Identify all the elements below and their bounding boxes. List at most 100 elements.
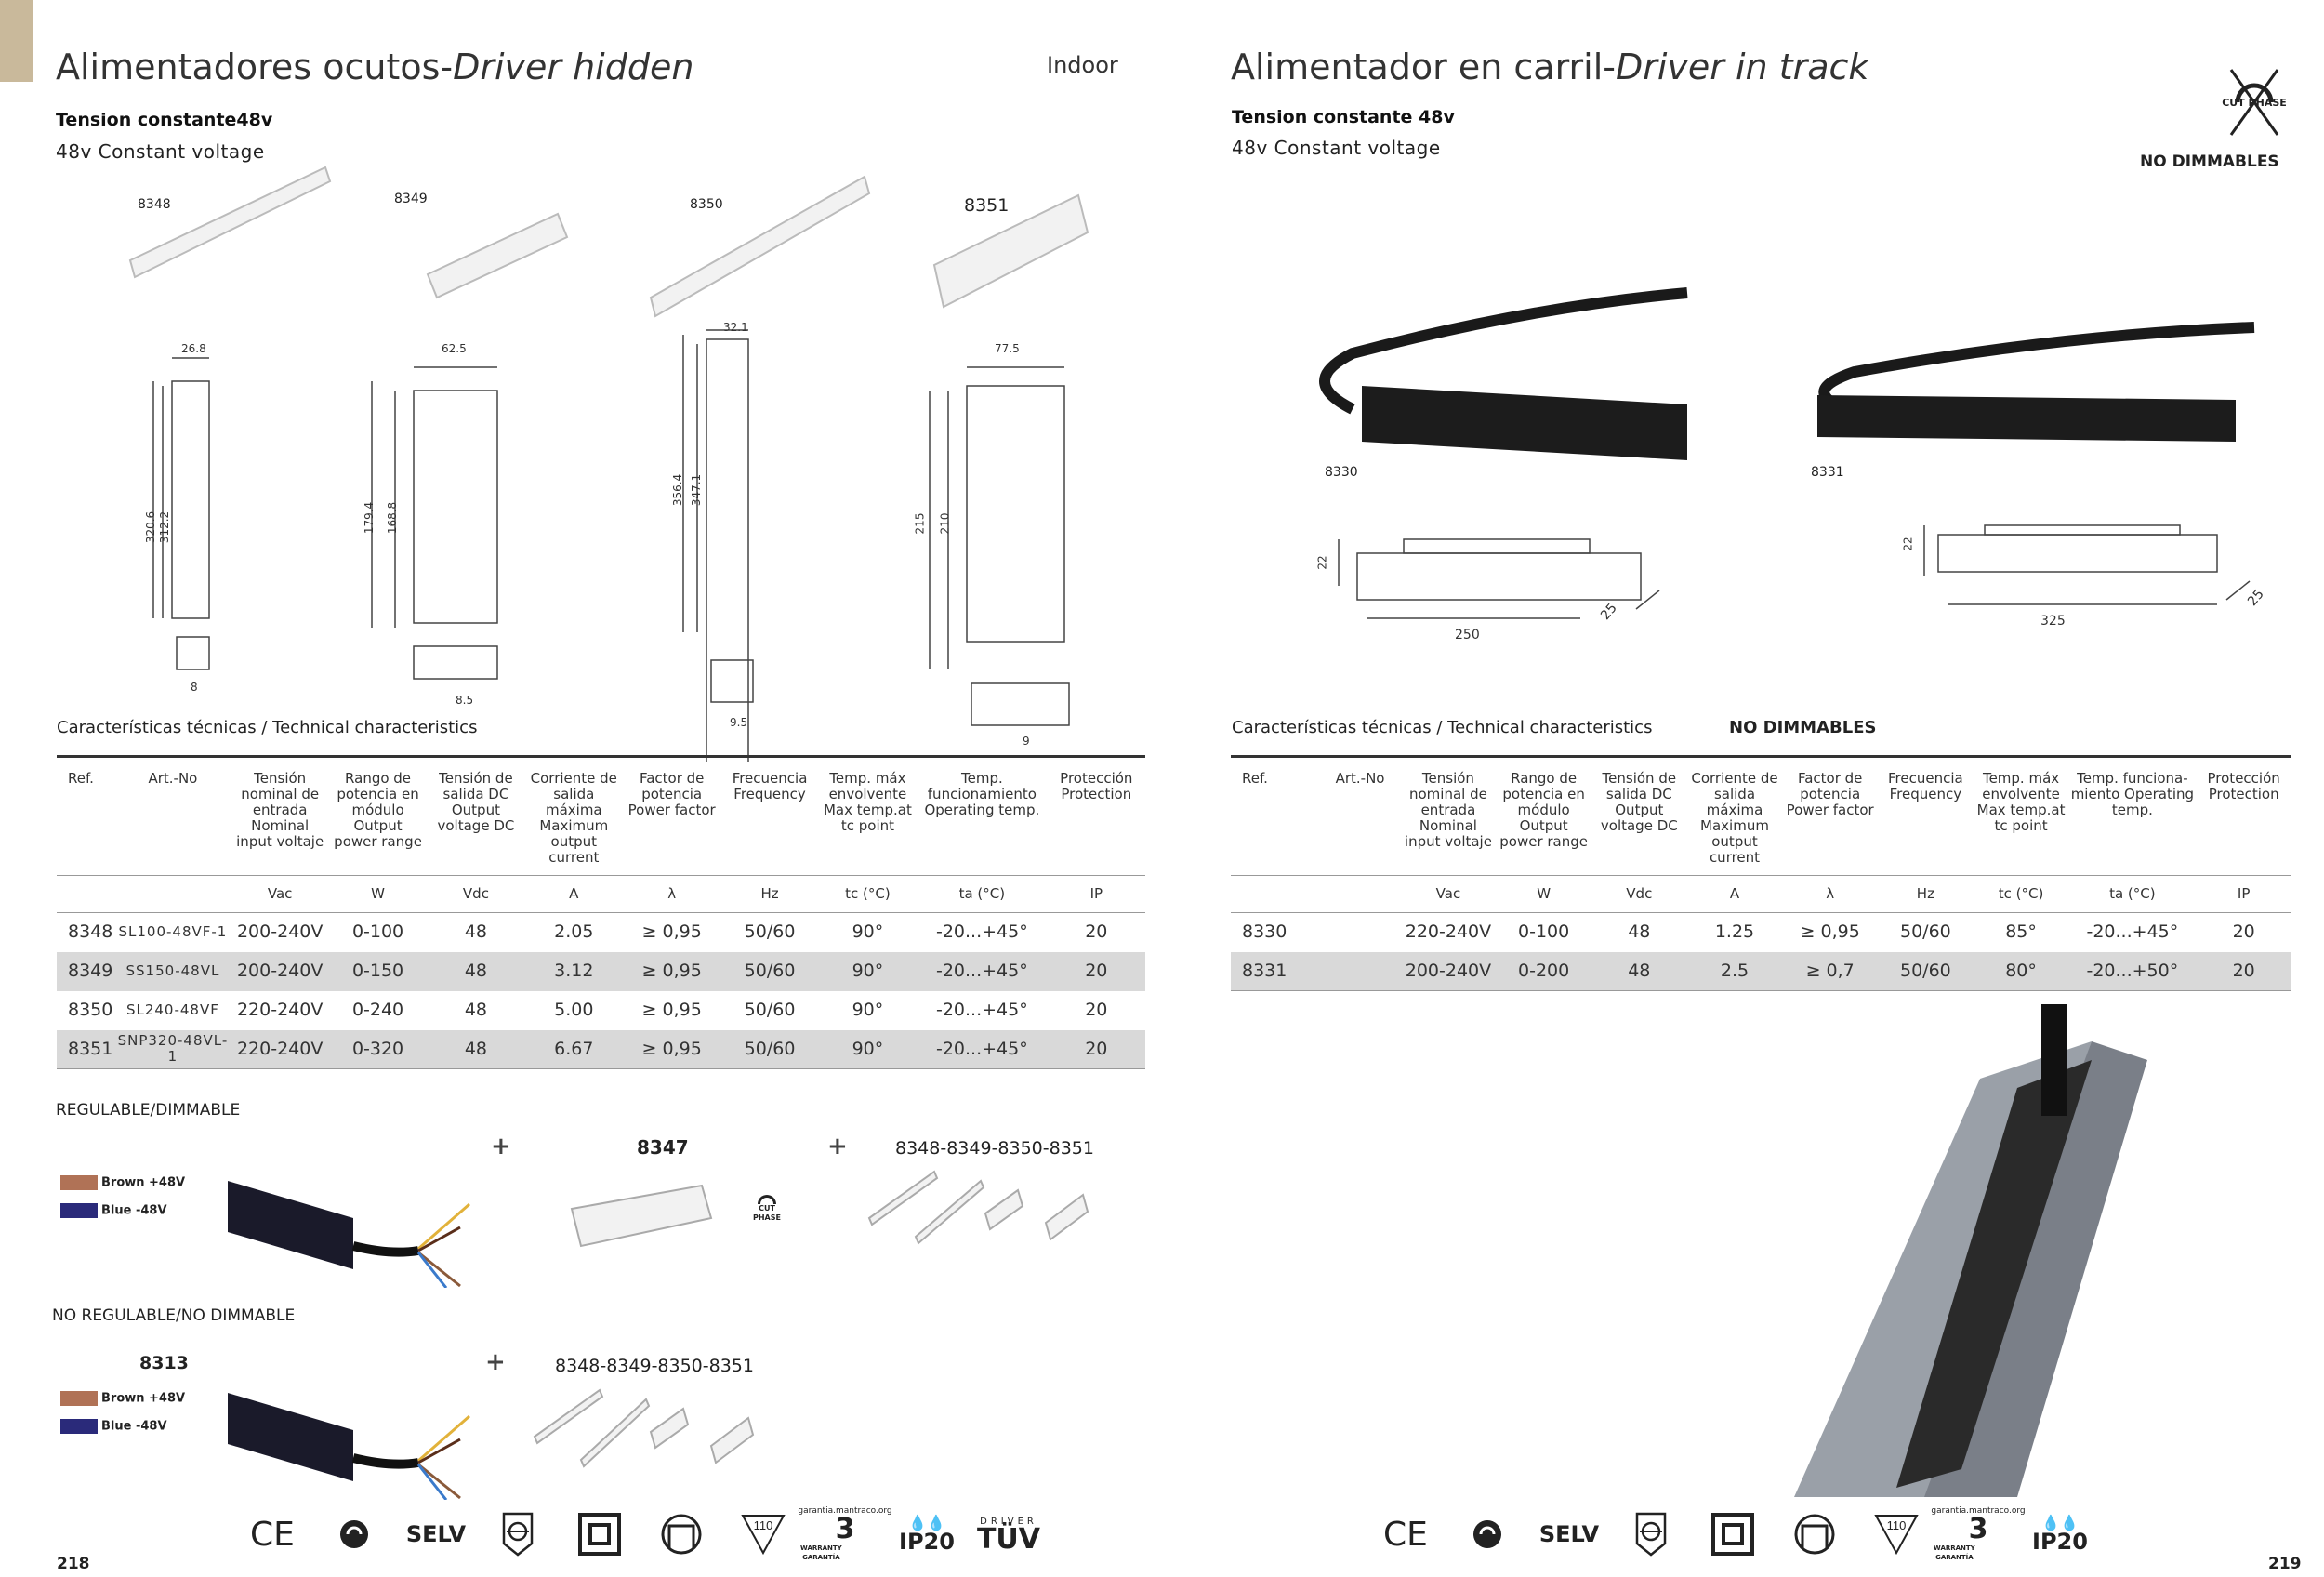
table-cell: 200-240V (1400, 951, 1497, 991)
column-unit: tc (°C) (818, 875, 918, 913)
table-cell: -20...+45° (2086, 921, 2179, 943)
selv-icon: SELV (1538, 1521, 1600, 1547)
table-cell: 48 (464, 921, 488, 943)
dim-height: 22 (1901, 537, 1915, 551)
table-cell: 20 (2232, 921, 2255, 943)
product-ref: 8348 (138, 197, 171, 212)
table-cell: 48 (427, 1029, 525, 1069)
dim-width: 32.1 (723, 321, 748, 334)
page-number: 218 (57, 1555, 90, 1573)
blue-swatch (60, 1419, 98, 1434)
table-cell: 80° (1973, 951, 2069, 991)
table-cell: 50/60 (720, 951, 819, 991)
non-dimmable-title: NO REGULABLE/NO DIMMABLE (52, 1306, 296, 1325)
table-cell: 0-200 (1496, 951, 1591, 991)
table-cell: ≥ 0,95 (1800, 921, 1860, 943)
table-cell: 3.12 (524, 951, 623, 991)
table-cell: 48 (464, 1000, 488, 1020)
furniture-mount-icon (644, 1506, 719, 1562)
table-cell: 50/60 (744, 1000, 796, 1020)
table-cell: -20...+50° (2068, 951, 2197, 991)
table-cell: 90° (818, 1029, 918, 1069)
table-cell: 8351 (57, 1029, 115, 1069)
column-header: Frecuencia Frequency (1878, 755, 1974, 876)
table-cell: ≥ 0,95 (641, 1000, 702, 1020)
table-cell: 0-150 (328, 951, 428, 991)
legend-brown: Brown +48V (60, 1175, 185, 1190)
column-unit (114, 875, 231, 913)
class-ii-icon (562, 1506, 637, 1562)
column-unit: λ (622, 875, 721, 913)
legend-blue: Blue -48V (60, 1419, 167, 1434)
no-dimmables-badge: NO DIMMABLES (1729, 718, 1877, 737)
furniture-mount-icon (1777, 1506, 1852, 1562)
table-cell: ≥ 0,95 (622, 951, 721, 991)
ip20-icon: 💧💧IP20 (899, 1514, 955, 1555)
selv-icon: SELV (405, 1521, 467, 1547)
drivers-group-image (867, 1170, 1089, 1245)
table-cell: 0-100 (351, 921, 404, 943)
table-cell: 2.5 (1686, 951, 1783, 991)
column-header: Factor de potencia Power factor (1782, 755, 1879, 876)
table-cell: 50/60 (744, 921, 796, 943)
track-connector-image (228, 1181, 470, 1288)
right-subtitle-es: Tension constante 48v (1232, 107, 1455, 127)
plus-sign: + (491, 1133, 511, 1160)
svg-text:110: 110 (754, 1518, 773, 1532)
column-header: Art.-No (1319, 755, 1401, 876)
column-header: Tensión nominal de entrada Nominal input… (1400, 755, 1497, 876)
column-unit: ta (°C) (2068, 875, 2197, 913)
legend-brown: Brown +48V (60, 1391, 185, 1406)
brown-swatch (60, 1391, 98, 1406)
dim-width: 26.8 (181, 342, 206, 355)
column-header: Rango de potencia en módulo Output power… (328, 755, 428, 876)
column-header: Factor de potencia Power factor (622, 755, 721, 876)
product-ref: 8330 (1325, 465, 1358, 480)
table-cell: 48 (1591, 951, 1687, 991)
legend-blue: Blue -48V (60, 1203, 167, 1218)
column-header: Protección Protection (2196, 755, 2291, 876)
table-cell: 48 (1628, 921, 1651, 943)
right-subtitle-en: 48v Constant voltage (1232, 137, 1441, 159)
table-cell: 20 (1047, 1029, 1145, 1069)
column-unit: A (1686, 875, 1783, 913)
product-ref: 8351 (964, 195, 1010, 216)
driver-photo-8349 (426, 212, 569, 299)
table-cell: 90° (852, 1000, 884, 1020)
right-page-title: Alimentador en carril-Driver in track (1231, 46, 1869, 87)
class-ii-icon (1696, 1506, 1770, 1562)
column-unit: A (524, 875, 623, 913)
column-header: Corriente de salida máxima Maximum outpu… (1686, 755, 1783, 876)
column-unit: tc (°C) (1973, 875, 2069, 913)
table-cell: SL100-48VF-1 (118, 923, 228, 941)
table-cell: 50/60 (1878, 951, 1974, 991)
left-subtitle-en: 48v Constant voltage (56, 140, 265, 163)
no-cut-phase-icon: CUT PHASE (2222, 65, 2287, 139)
left-page-title: Alimentadores ocutos-Driver hidden (56, 46, 694, 87)
table-cell (1319, 951, 1401, 991)
table-cell: 48 (427, 951, 525, 991)
dim-length: 215 (913, 512, 927, 535)
table-cell: 90° (818, 951, 918, 991)
table-cell: ≥ 0,95 (622, 1029, 721, 1069)
dim-height: 22 (1315, 555, 1329, 570)
blue-swatch (60, 1203, 98, 1218)
svg-text:110: 110 (1887, 1518, 1907, 1532)
dim-height: 9.5 (730, 716, 748, 729)
driver-photo-8348 (128, 166, 332, 279)
column-unit: ta (°C) (917, 875, 1048, 913)
column-unit: Vac (231, 875, 329, 913)
column-unit: Vdc (427, 875, 525, 913)
